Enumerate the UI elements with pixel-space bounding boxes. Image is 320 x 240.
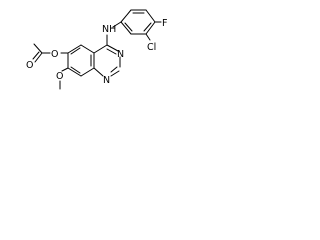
bond-carbonyl-methyl	[33, 43, 43, 54]
chemical-structure-diagram: NH F Cl O O O N N	[0, 0, 179, 112]
bond-ar3-ar4	[145, 9, 156, 23]
atom-label-o-ester: O	[51, 49, 58, 60]
bond-n1-c8a	[93, 67, 104, 77]
double-bond-ar4-ar5	[143, 22, 152, 32]
bond-ar1-ar2	[120, 9, 132, 23]
atom-label-f: F	[162, 18, 167, 29]
structure-svg: NH F Cl O O O N N	[26, 9, 167, 90]
bond-c4a-c5	[80, 44, 95, 54]
atom-label-n-upper: N	[117, 49, 124, 60]
atom-label-n-lower: N	[103, 75, 110, 86]
chlorofluorophenyl-ring	[120, 9, 156, 35]
double-bond-c5-c6	[70, 47, 81, 55]
atom-label-o-methoxy: O	[56, 71, 63, 82]
bond-c8-c8a	[80, 67, 95, 77]
double-bond-ar6-ar1	[124, 22, 133, 32]
double-bond-carbonyl-o	[32, 51, 40, 60]
double-bond-c7-c8	[70, 66, 81, 74]
bond-carbonyl-o	[34, 52, 43, 63]
pyrimidine-ring	[93, 44, 121, 77]
bond-c4a-c4	[93, 44, 108, 54]
atom-label-cl: Cl	[147, 42, 156, 53]
bond-ar4-ar5	[145, 21, 156, 35]
bond-ar-cl	[145, 33, 151, 41]
bond-c5-c6	[67, 44, 82, 54]
bond-c7-c8	[67, 67, 82, 77]
bond-ar6-ar1	[120, 21, 132, 35]
double-bond-c4-n3	[106, 48, 117, 55]
atom-label-nh: NH	[102, 24, 116, 35]
bond-c2-n1	[110, 70, 120, 77]
bond-c7-omethoxy	[61, 67, 69, 72]
bond-nh-aryl	[112, 21, 122, 28]
benzo-ring	[67, 44, 95, 77]
atom-label-o-carbonyl: O	[26, 60, 33, 71]
double-bond-c2-n1	[110, 66, 118, 73]
bond-c4-n3	[106, 44, 119, 52]
